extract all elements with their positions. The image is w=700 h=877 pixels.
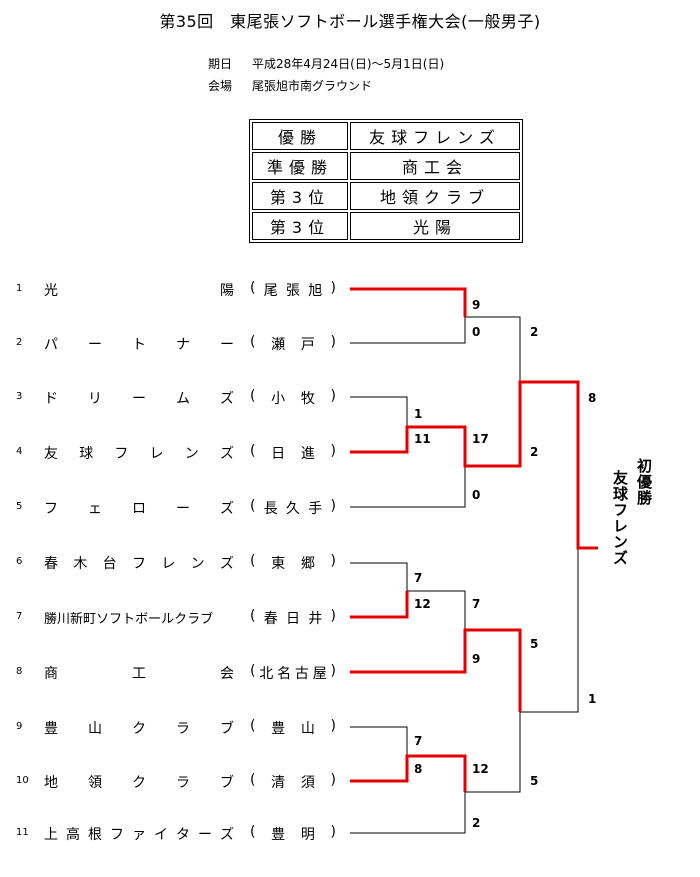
- page-title: 第35回 東尾張ソフトボール選手権大会(一般男子): [159, 12, 541, 31]
- results-rank: 準優勝: [252, 152, 348, 180]
- winner-line: [350, 754, 467, 792]
- score-label: 1: [588, 692, 596, 706]
- team-region: (日進): [250, 443, 336, 462]
- team-number: 4: [16, 446, 23, 457]
- score-label: 7: [414, 571, 422, 585]
- team-name: 豊山クラブ: [44, 721, 234, 737]
- team-number: 1: [16, 283, 23, 294]
- team-name: ドリームズ: [44, 391, 234, 407]
- venue-label: 会場: [208, 79, 233, 93]
- bracket-line: [465, 316, 521, 382]
- team-number: 5: [16, 501, 23, 512]
- team-name: 光陽: [44, 283, 234, 299]
- team-name: 地領クラブ: [44, 775, 234, 791]
- score-label: 11: [414, 432, 431, 446]
- team-name: 上高根ファイターズ: [44, 827, 234, 843]
- team-name: 友球フレンズ: [44, 446, 234, 462]
- bracket-line: [350, 396, 408, 427]
- score-label: 0: [472, 325, 480, 339]
- results-team: 友球フレンズ: [350, 122, 520, 150]
- team-name: 春木台フレンズ: [44, 556, 234, 572]
- results-row: 第3位 光陽: [252, 212, 520, 240]
- team-region: (豊山): [250, 718, 336, 737]
- team-number: 7: [16, 611, 23, 622]
- score-label: 2: [530, 445, 538, 459]
- bracket-line: [350, 466, 466, 508]
- date-value: 平成28年4月24日(日)～5月1日(日): [252, 57, 445, 71]
- team-name: フェローズ: [44, 501, 234, 517]
- team-region: (瀬戸): [250, 334, 336, 353]
- team-region: (春日井): [250, 608, 336, 627]
- results-team: 商工会: [350, 152, 520, 180]
- bracket-line: [350, 317, 466, 344]
- bracket-lines-red: [350, 287, 598, 792]
- venue-row: 会場 尾張旭市南グラウンド: [208, 77, 372, 94]
- team-region: (東郷): [250, 553, 336, 572]
- score-label: 9: [472, 298, 480, 312]
- team-region: (清須): [250, 772, 336, 791]
- score-label: 5: [530, 637, 538, 651]
- team-name: 勝川新町ソフトボールクラブ: [44, 612, 214, 627]
- results-row: 第3位 地領クラブ: [252, 182, 520, 210]
- bracket-line: [350, 792, 466, 834]
- winner-line: [350, 287, 467, 317]
- score-label: 0: [472, 488, 480, 502]
- champion-team: 友球フレンズ: [611, 470, 629, 566]
- team-number: 11: [16, 827, 29, 838]
- venue-value: 尾張旭市南グラウンド: [252, 79, 373, 93]
- score-label: 9: [472, 652, 480, 666]
- results-row: 準優勝 商工会: [252, 152, 520, 180]
- team-region: (北名古屋): [250, 663, 336, 682]
- score-label: 2: [472, 816, 480, 830]
- winner-line: [350, 628, 522, 712]
- date-label: 期日: [208, 57, 233, 71]
- bracket-line: [520, 548, 579, 713]
- score-label: 12: [472, 762, 489, 776]
- team-number: 8: [16, 666, 23, 677]
- bracket-lines-black: [350, 316, 579, 834]
- champion-label: 初優勝: [635, 458, 653, 506]
- bracket-line: [407, 590, 466, 630]
- team-number: 6: [16, 556, 23, 567]
- team-name: 商工会: [44, 666, 234, 682]
- results-row: 優勝 友球フレンズ: [252, 122, 520, 150]
- winner-line: [350, 591, 409, 619]
- team-number: 9: [16, 721, 23, 732]
- score-label: 12: [414, 597, 431, 611]
- results-rank: 第3位: [252, 182, 348, 210]
- team-number: 2: [16, 337, 23, 348]
- team-region: (小牧): [250, 388, 336, 407]
- date-row: 期日 平成28年4月24日(日)～5月1日(日): [208, 55, 444, 72]
- bracket-line: [350, 562, 408, 591]
- team-region: (豊明): [250, 824, 336, 843]
- team-region: (尾張旭): [250, 280, 336, 299]
- team-name: パートナー: [44, 337, 234, 353]
- score-label: 8: [414, 762, 422, 776]
- score-label: 7: [472, 597, 480, 611]
- results-rank: 第3位: [252, 212, 348, 240]
- score-label: 5: [530, 774, 538, 788]
- winner-line: [350, 380, 598, 550]
- team-number: 3: [16, 391, 23, 402]
- score-label: 7: [414, 734, 422, 748]
- bracket-line: [465, 712, 521, 793]
- score-label: 2: [530, 325, 538, 339]
- score-label: 1: [414, 407, 422, 421]
- results-table: 優勝 友球フレンズ 準優勝 商工会 第3位 地領クラブ 第3位 光陽: [249, 119, 523, 243]
- bracket-line: [350, 726, 408, 756]
- results-team: 光陽: [350, 212, 520, 240]
- score-label: 8: [588, 391, 596, 405]
- team-region: (長久手): [250, 498, 336, 517]
- results-team: 地領クラブ: [350, 182, 520, 210]
- results-rank: 優勝: [252, 122, 348, 150]
- score-label: 17: [472, 432, 489, 446]
- team-number: 10: [16, 775, 29, 786]
